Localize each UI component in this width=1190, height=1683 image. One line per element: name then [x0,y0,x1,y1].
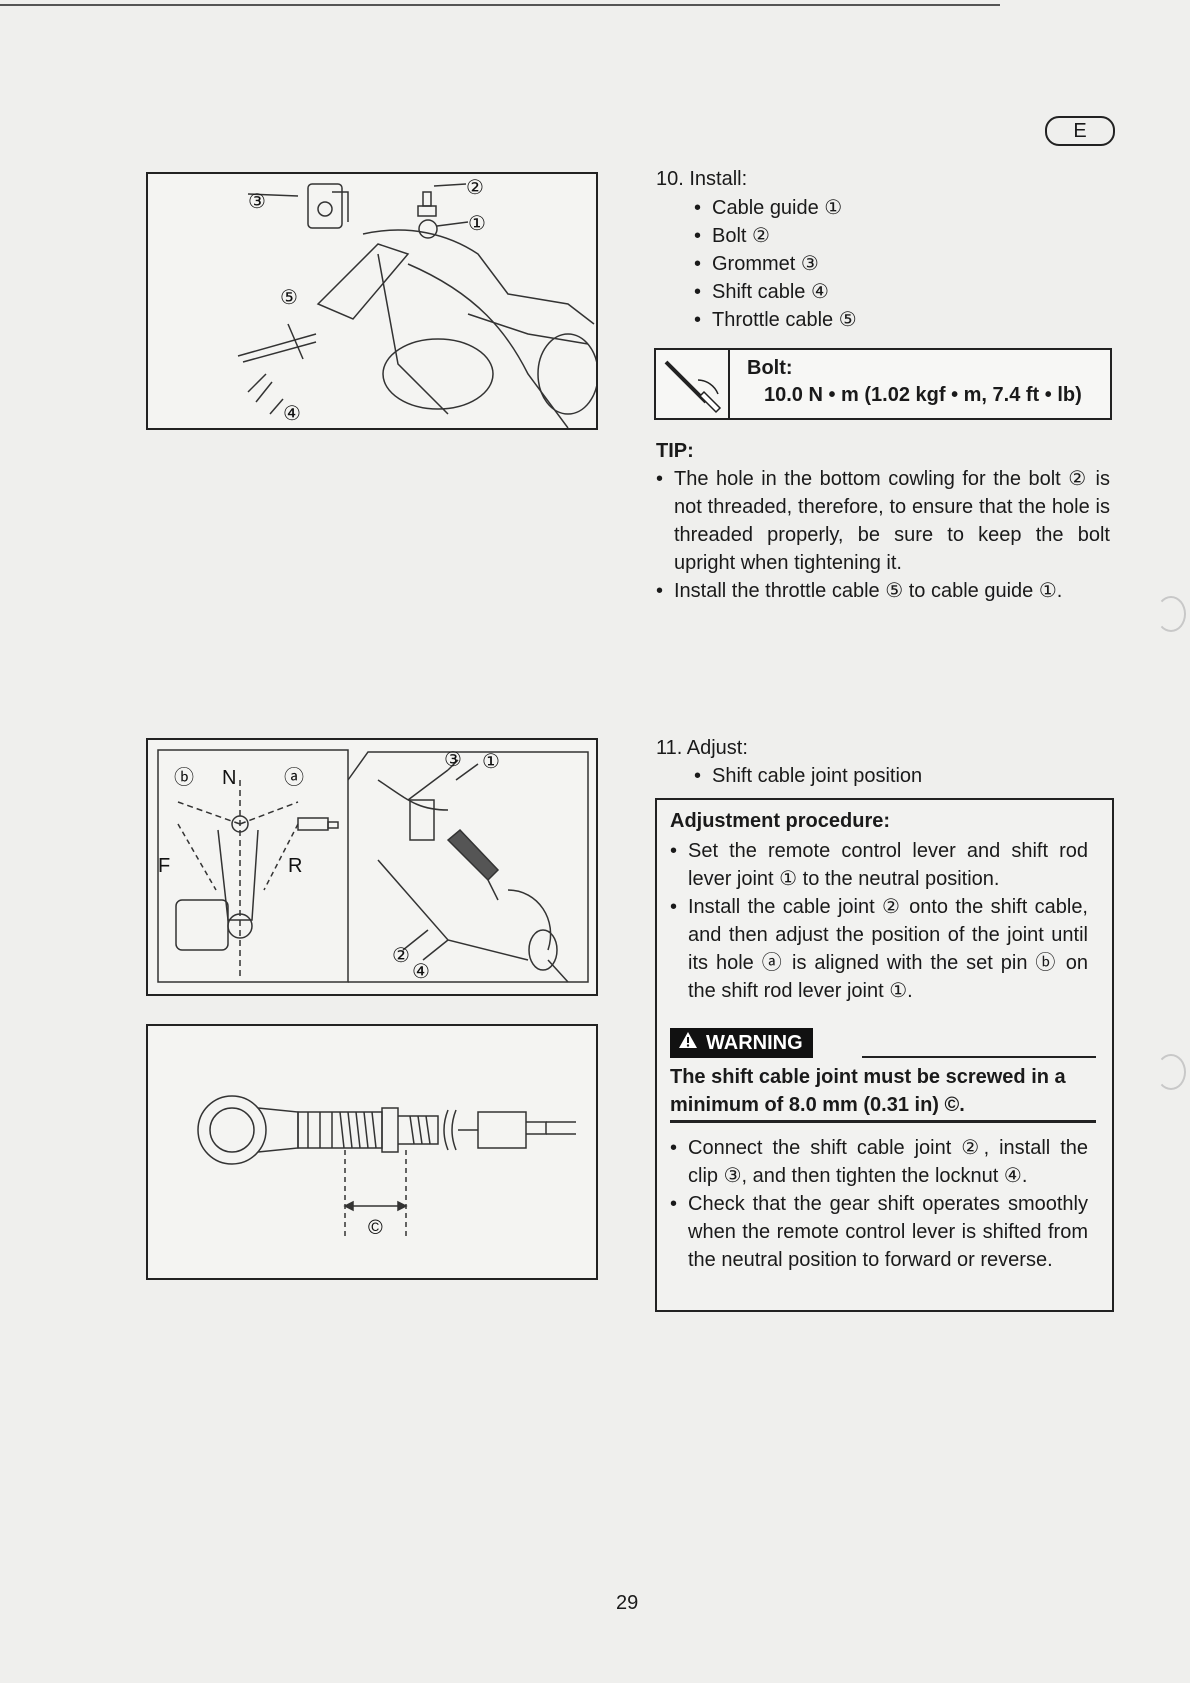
callout-5: ⑤ [280,287,298,309]
warning-label: WARNING [706,1032,803,1054]
list-item: Cable guide ① [694,194,857,222]
label-r: R [288,855,302,877]
punch-hole [1156,596,1186,632]
callout-1: ① [468,213,486,235]
callout-3: ③ [444,749,462,771]
cable-joint-illustration: © [197,1095,576,1240]
cable-guide-illustration: ③ ② ① ⑤ ④ [237,177,596,428]
figure-shift-lever: ⓑ N ⓐ F R ③ ① ② ④ [146,738,598,996]
torque-wrench-icon [656,350,730,418]
callout-1: ① [482,751,500,773]
callout-2: ② [466,177,484,199]
warning-triangle-icon [678,1028,698,1058]
list-item: Check that the gear shift operates smoot… [670,1190,1088,1274]
punch-hole [1156,1054,1186,1090]
list-item: Connect the shift cable joint ②, install… [670,1134,1088,1190]
tip-list: The hole in the bottom cowling for the b… [656,465,1110,605]
warning-rule [670,1120,1096,1123]
step-11-title: 11. Adjust: [656,737,748,759]
list-item: The hole in the bottom cowling for the b… [656,465,1110,577]
callout-c: © [368,1217,383,1239]
procedure-title: Adjustment procedure: [670,810,891,832]
shift-lever-illustration: ⓑ N ⓐ F R ③ ① ② ④ [157,749,589,983]
page-number: 29 [616,1592,639,1614]
procedure-list: Set the remote control lever and shift r… [670,837,1088,1005]
warning-divider [862,1056,1096,1058]
figure-cable-guide-install: ③ ② ① ⑤ ④ [146,172,598,430]
warning-badge: WARNING [670,1028,813,1058]
callout-2: ② [392,945,410,967]
tip-title: TIP: [656,440,694,462]
list-item: Shift cable joint position [694,762,922,790]
list-item: Throttle cable ⑤ [694,306,857,334]
step-11-list: Shift cable joint position [694,762,922,790]
spec-label: Bolt: [747,357,793,379]
step-10-title: 10. Install: [656,168,748,190]
spec-value: 10.0 N • m (1.02 kgf • m, 7.4 ft • lb) [764,384,1082,406]
list-item: Install the cable joint ② onto the shift… [670,893,1088,1005]
callout-b: ⓑ [174,766,194,789]
list-item: Install the throttle cable ⑤ to cable gu… [656,577,1110,605]
figure-cable-joint-depth: © [146,1024,598,1280]
warning-text: The shift cable joint must be screwed in… [670,1066,1066,1116]
language-badge: E [1045,116,1115,146]
list-item: Grommet ③ [694,250,857,278]
callout-3: ③ [248,191,266,213]
step-10-list: Cable guide ① Bolt ② Grommet ③ Shift cab… [694,194,857,334]
callout-4: ④ [283,403,301,425]
top-rule [0,4,1000,6]
list-item: Bolt ② [694,222,857,250]
callout-4: ④ [412,961,430,983]
label-n: N [222,767,236,789]
label-f: F [158,855,170,877]
procedure-list-continued: Connect the shift cable joint ②, install… [670,1134,1088,1274]
callout-a: ⓐ [284,766,304,789]
list-item: Set the remote control lever and shift r… [670,837,1088,893]
torque-spec-box: Bolt: 10.0 N • m (1.02 kgf • m, 7.4 ft •… [654,348,1112,420]
list-item: Shift cable ④ [694,278,857,306]
adjustment-procedure-box: Adjustment procedure: Set the remote con… [655,798,1114,1312]
